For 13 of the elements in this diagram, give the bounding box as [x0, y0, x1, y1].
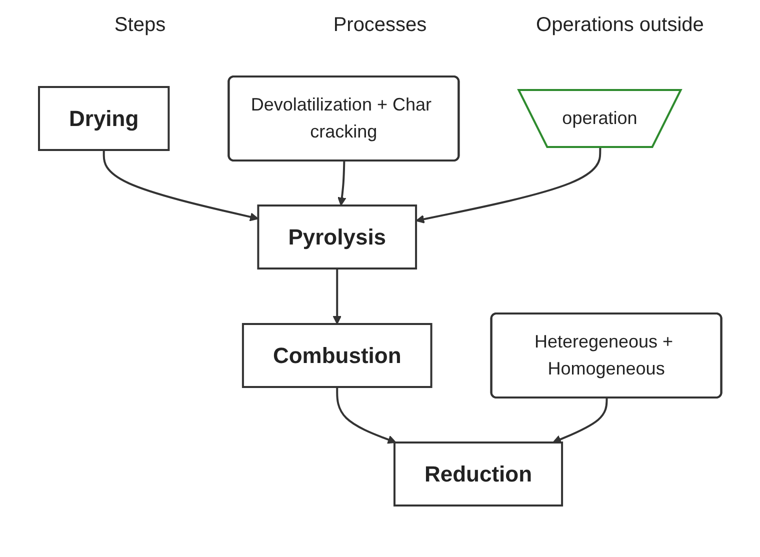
column-heading: Processes — [332, 14, 428, 37]
column-heading: Operations outside — [535, 14, 705, 37]
arrow — [332, 268, 342, 324]
arrow — [102, 150, 258, 222]
node-box: Pyrolysis — [257, 204, 417, 270]
arrow — [416, 147, 602, 224]
arrow — [337, 160, 346, 206]
node-box: Reduction — [393, 442, 563, 506]
node-box: Combustion — [242, 323, 432, 388]
arrow — [552, 398, 608, 444]
column-heading: Steps — [113, 14, 167, 37]
node-box: Drying — [38, 86, 170, 151]
arrow — [336, 387, 396, 444]
